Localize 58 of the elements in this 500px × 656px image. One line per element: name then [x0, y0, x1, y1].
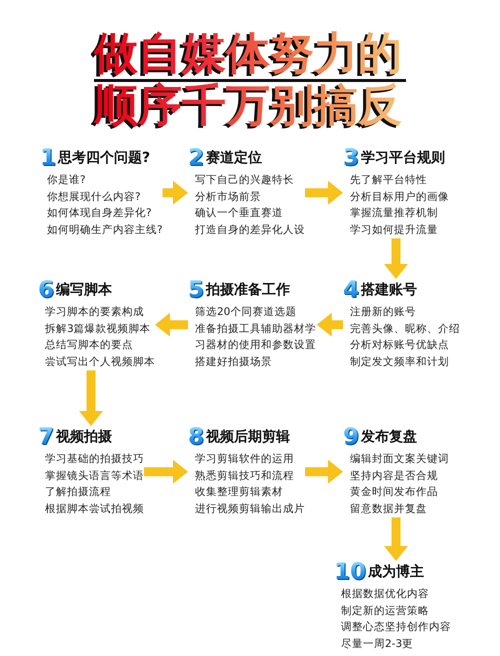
list-item: 打造自身的差异化人设: [195, 222, 305, 238]
list-item: 了解拍摄流程: [45, 485, 111, 500]
list-item: 进行视频剪辑输出成片: [195, 502, 305, 517]
list-item: 写下自己的兴趣特长: [195, 173, 294, 188]
list-item: 根据数据优化内容: [341, 587, 429, 602]
list-item: 分析对标账号优缺点: [350, 338, 449, 354]
list-item: 先了解平台特性: [350, 173, 427, 188]
list-item: 分析目标用户的画像: [350, 190, 449, 205]
list-item: 尝试写出个人视频脚本: [45, 354, 155, 370]
list-item: 根据脚本尝试拍视频: [45, 502, 144, 517]
list-item: 黄金时间发布作品: [350, 485, 438, 500]
list-item: 留意数据并复盘: [350, 502, 427, 517]
list-item: 制定发文频率和计划: [350, 354, 449, 370]
list-item: 调整心态坚持创作内容: [341, 620, 451, 636]
step-title: 搭建账号: [361, 281, 418, 299]
list-item: 学习基础的拍摄技巧: [45, 452, 144, 467]
list-item: 掌握镜头语言等术语: [45, 468, 144, 484]
list-item: 拆解3篇爆款视频脚本: [45, 322, 151, 337]
list-item: 编辑封面文案关键词: [350, 452, 449, 467]
list-item: 确认一个垂直赛道: [195, 206, 283, 222]
step-title: 思考四个问题?: [58, 149, 150, 167]
step-title: 编写脚本: [56, 281, 112, 299]
arrow: [384, 238, 408, 279]
arrow: [162, 180, 188, 205]
list-item: 学习如何提升流量: [350, 222, 438, 238]
step-title: 成为博主: [368, 563, 424, 581]
list-item: 熟悉剪辑技巧和流程: [195, 468, 294, 484]
list-item: 学习剪辑软件的运用: [195, 452, 294, 467]
arrow: [79, 370, 103, 426]
list-item: 收集整理剪辑素材: [195, 485, 283, 500]
step-title: 拍摄准备工作: [206, 281, 290, 299]
list-item: 总结写脚本的要点: [45, 338, 133, 354]
list-item: 注册新的账号: [350, 305, 416, 320]
list-item: 你想展现什么内容?: [47, 190, 141, 205]
list-item: 你是谁?: [47, 173, 86, 188]
list-item: 坚持内容是否合规: [350, 468, 438, 484]
arrow: [316, 312, 343, 337]
list-item: 学习脚本的要素构成: [45, 305, 144, 320]
list-item: 如何明确生产内容主线?: [47, 222, 163, 238]
arrow: [144, 460, 188, 484]
list-item: 搭建好拍摄场景: [195, 354, 272, 370]
arrow: [155, 312, 188, 337]
list-item: 尽量一周2-3更: [341, 636, 414, 652]
step-title: 赛道定位: [206, 149, 262, 167]
list-item: 筛选20个同赛道选题: [195, 305, 296, 320]
step-title: 学习平台规则: [361, 149, 446, 167]
step-title: 视频拍摄: [56, 428, 112, 446]
list-item: 完善头像、昵称、介绍: [350, 322, 460, 337]
arrow: [305, 180, 343, 205]
step-title: 视频后期剪辑: [206, 428, 290, 446]
arrow: [305, 460, 343, 484]
list-item: 如何体现自身差异化?: [47, 206, 152, 222]
arrow: [384, 517, 408, 561]
step-title: 发布复盘: [361, 428, 418, 446]
list-item: 准备拍摄工具辅助器材学习器材的使用和参数设置: [195, 322, 317, 354]
list-item: 分析市场前景: [195, 190, 261, 205]
list-item: 掌握流量推荐机制: [350, 206, 438, 222]
list-item: 制定新的运营策略: [341, 604, 429, 619]
